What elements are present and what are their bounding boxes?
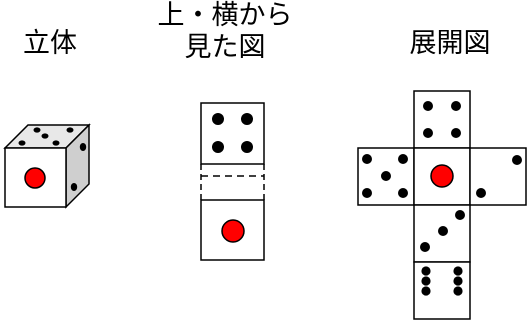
net-face-top xyxy=(414,91,470,148)
net-faces xyxy=(358,91,526,319)
views-separator xyxy=(201,164,264,204)
top-view-square xyxy=(201,103,264,164)
net-center-red-pip xyxy=(431,165,453,187)
side-view-red-pip xyxy=(222,220,244,242)
cube-front-red-pip xyxy=(25,168,45,188)
